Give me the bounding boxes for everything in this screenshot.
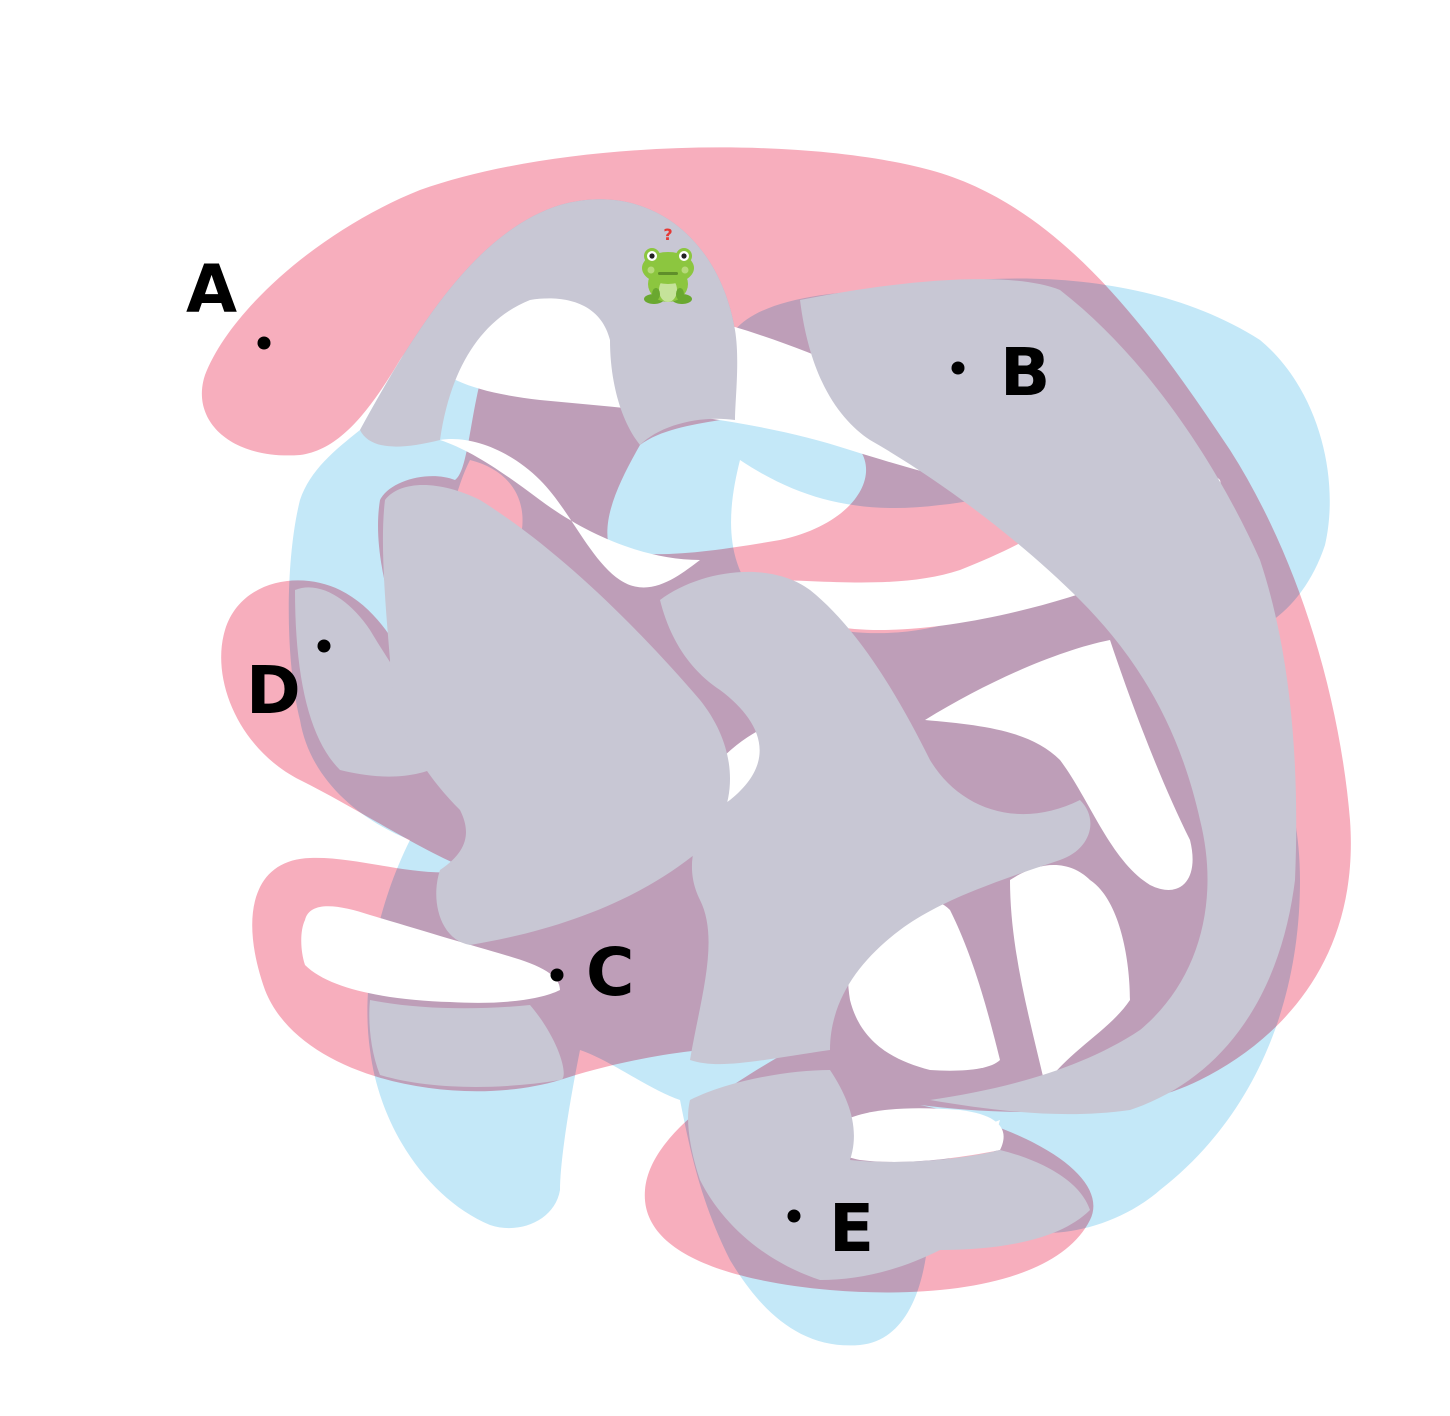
point-d-label: D <box>246 652 301 729</box>
overlap-lower-left <box>369 1000 564 1087</box>
overlap-bottom <box>688 1070 1090 1280</box>
overlap-regions <box>295 199 1297 1280</box>
overlap-diagonal <box>382 485 730 945</box>
wall-middle-right <box>925 640 1193 890</box>
point-b-label: B <box>1000 334 1050 411</box>
point-labels: A B C D E <box>186 251 1050 1267</box>
point-d-dot[interactable] <box>317 639 331 653</box>
question-mark-icon: ? <box>663 225 672 244</box>
frog-icon[interactable]: ? <box>642 225 694 304</box>
wall-upper-left <box>440 439 700 588</box>
overlap-top-arc <box>360 199 738 447</box>
wall-lower-center <box>848 899 1000 1071</box>
wall-bottom <box>828 1108 1004 1162</box>
point-markers <box>257 336 965 1223</box>
point-c-dot[interactable] <box>550 968 564 982</box>
overlap-center <box>660 571 1091 1065</box>
point-c-label: C <box>586 934 634 1011</box>
overlap-right-arc <box>800 279 1297 1115</box>
point-b-dot[interactable] <box>951 361 965 375</box>
point-a-label: A <box>186 251 237 328</box>
point-e-label: E <box>829 1190 874 1267</box>
wall-lower-right <box>1010 865 1130 1085</box>
point-a-dot[interactable] <box>257 336 271 350</box>
point-e-dot[interactable] <box>787 1209 801 1223</box>
wall-lower-left <box>301 906 560 1003</box>
